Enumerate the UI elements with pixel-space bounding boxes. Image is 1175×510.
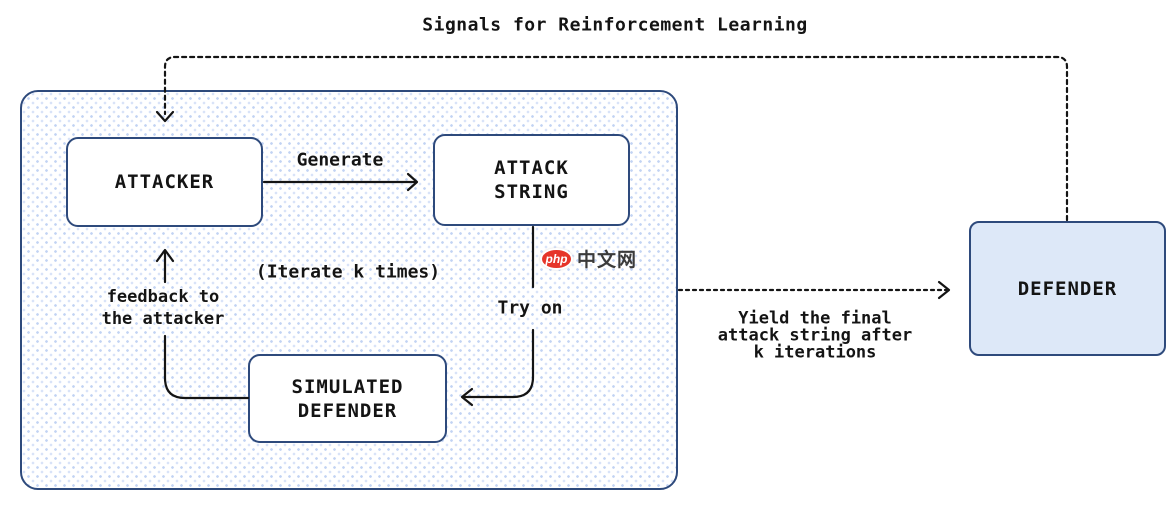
php-cn-watermark: php 中文网 xyxy=(540,245,637,272)
attacker-node: ATTACKER xyxy=(66,137,263,227)
attack-string-node: ATTACK STRING xyxy=(433,134,630,226)
diagram-title: Signals for Reinforcement Learning xyxy=(422,14,808,36)
try-on-label: Try on xyxy=(497,297,563,319)
generate-label: Generate xyxy=(296,149,384,171)
defender-node: DEFENDER xyxy=(969,221,1166,356)
attacker-label: ATTACKER xyxy=(114,171,215,193)
arrowhead-right-icon xyxy=(937,280,951,300)
feedback-label-line1: feedback to xyxy=(106,287,220,307)
feedback-label: feedback to the attacker xyxy=(102,286,225,330)
attack-string-label-line1: ATTACK xyxy=(494,157,569,179)
yield-label: Yield the final attack string after k it… xyxy=(717,308,913,363)
php-logo-icon: php xyxy=(540,247,573,270)
yield-label-line1: Yield the final xyxy=(738,308,892,329)
simulated-defender-label-line1: SIMULATED xyxy=(291,375,404,398)
defender-label: DEFENDER xyxy=(1017,277,1118,300)
feedback-label-line2: the attacker xyxy=(101,309,225,329)
iterate-label: (Iterate k times) xyxy=(255,261,441,283)
yield-label-line3: k iterations xyxy=(753,342,877,363)
simulated-defender-label-line2: DEFENDER xyxy=(297,399,398,422)
yield-label-line2: attack string after xyxy=(717,325,913,346)
yield-dotted-arrow xyxy=(677,280,951,300)
simulated-defender-node: SIMULATED DEFENDER xyxy=(248,354,447,443)
attack-string-label-line2: STRING xyxy=(494,181,569,203)
php-cn-site-text: 中文网 xyxy=(577,250,638,271)
